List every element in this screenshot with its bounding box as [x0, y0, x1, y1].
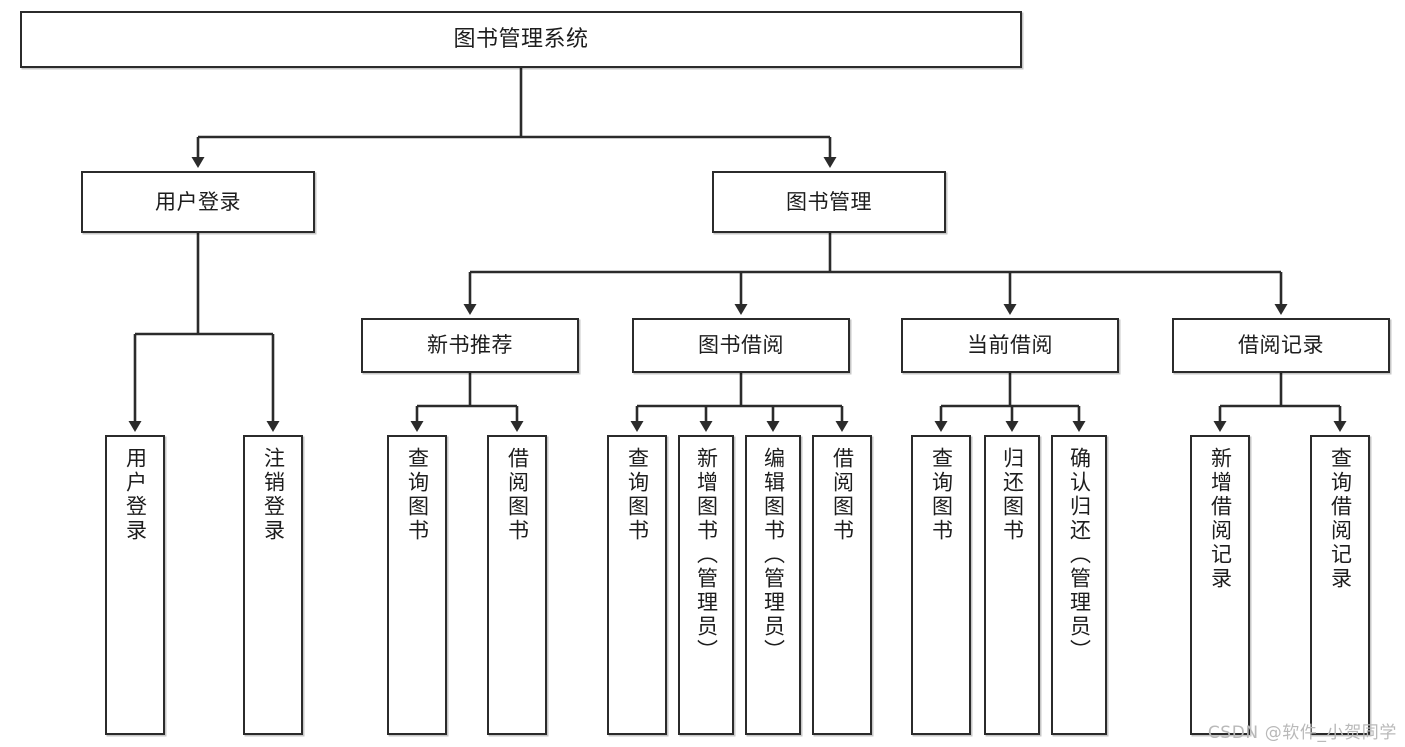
node-book-manage-label: 图书管理 — [786, 189, 872, 214]
node-book-borrow-label: 图书借阅 — [698, 333, 784, 358]
leaf-user-login[interactable]: 用户登录 — [105, 435, 165, 735]
node-current-borrow[interactable]: 当前借阅 — [901, 318, 1119, 373]
leaf-add-record[interactable]: 新增借阅记录 — [1190, 435, 1250, 735]
leaf-add-book-label: 新增图书（管理员） — [694, 447, 719, 663]
leaf-query-book-borrow-label: 查询图书 — [625, 447, 650, 543]
leaf-query-book-borrow[interactable]: 查询图书 — [607, 435, 667, 735]
leaf-return-book[interactable]: 归还图书 — [984, 435, 1040, 735]
leaf-query-book-rec-label: 查询图书 — [405, 447, 430, 543]
leaf-user-logout-label: 注销登录 — [261, 447, 286, 543]
leaf-edit-book[interactable]: 编辑图书（管理员） — [745, 435, 801, 735]
leaf-confirm-return-label: 确认归还（管理员） — [1067, 447, 1092, 663]
leaf-query-record-label: 查询借阅记录 — [1328, 447, 1353, 591]
leaf-edit-book-label: 编辑图书（管理员） — [761, 447, 786, 663]
leaf-query-record[interactable]: 查询借阅记录 — [1310, 435, 1370, 735]
node-book-borrow[interactable]: 图书借阅 — [632, 318, 850, 373]
leaf-add-record-label: 新增借阅记录 — [1208, 447, 1233, 591]
node-new-book-rec-label: 新书推荐 — [427, 333, 513, 358]
leaf-borrow-book-label: 借阅图书 — [830, 447, 855, 543]
leaf-query-book-cur[interactable]: 查询图书 — [911, 435, 971, 735]
node-user-login[interactable]: 用户登录 — [81, 171, 315, 233]
leaf-borrow-book-rec[interactable]: 借阅图书 — [487, 435, 547, 735]
leaf-query-book-cur-label: 查询图书 — [929, 447, 954, 543]
node-root-label: 图书管理系统 — [453, 26, 589, 52]
watermark-text: CSDN @软件_小贺同学 — [1207, 723, 1397, 743]
leaf-user-logout[interactable]: 注销登录 — [243, 435, 303, 735]
node-user-login-label: 用户登录 — [155, 189, 241, 214]
node-book-manage[interactable]: 图书管理 — [712, 171, 946, 233]
node-borrow-record-label: 借阅记录 — [1238, 333, 1324, 358]
node-current-borrow-label: 当前借阅 — [967, 333, 1053, 358]
node-borrow-record[interactable]: 借阅记录 — [1172, 318, 1390, 373]
leaf-borrow-book-rec-label: 借阅图书 — [505, 447, 530, 543]
node-root[interactable]: 图书管理系统 — [20, 11, 1022, 68]
leaf-return-book-label: 归还图书 — [1000, 447, 1025, 543]
leaf-user-login-label: 用户登录 — [123, 447, 148, 543]
node-new-book-rec[interactable]: 新书推荐 — [361, 318, 579, 373]
leaf-confirm-return[interactable]: 确认归还（管理员） — [1051, 435, 1107, 735]
leaf-borrow-book[interactable]: 借阅图书 — [812, 435, 872, 735]
leaf-query-book-rec[interactable]: 查询图书 — [387, 435, 447, 735]
leaf-add-book[interactable]: 新增图书（管理员） — [678, 435, 734, 735]
